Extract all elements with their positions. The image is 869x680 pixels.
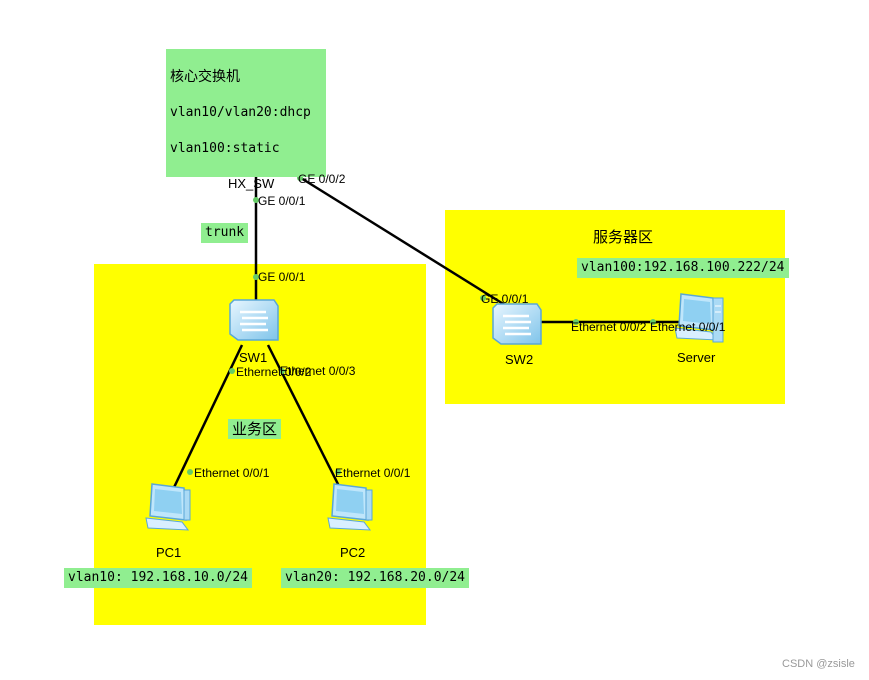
port-dot	[650, 319, 656, 325]
port-label-pc2-e001: Ethernet 0/0/1	[335, 466, 411, 480]
port-dot	[480, 295, 486, 301]
core-switch-note: 核心交换机 vlan10/vlan20:dhcp vlan100:static	[166, 49, 326, 177]
hx-sw-name: HX_SW	[228, 176, 275, 191]
pc2-icon[interactable]	[324, 482, 374, 532]
port-label-hx-ge002: GE 0/0/2	[298, 172, 346, 186]
port-label-server-e001: Ethernet 0/0/1	[650, 320, 726, 334]
pc2-name: PC2	[340, 545, 366, 560]
vlan20-label: vlan20: 192.168.20.0/24	[281, 568, 470, 588]
server-name: Server	[677, 350, 716, 365]
sw2-name: SW2	[505, 352, 534, 367]
trunk-label: trunk	[201, 223, 249, 243]
core-switch-title: 核心交换机	[170, 69, 240, 85]
core-switch-static-note: vlan100:static	[170, 141, 280, 156]
port-dot	[187, 469, 193, 475]
vlan100-label: vlan100:192.168.100.222/24	[577, 258, 789, 278]
sw2-icon[interactable]	[491, 302, 543, 346]
server-zone-title: 服务器区	[593, 228, 654, 246]
business-zone-title: 业务区	[228, 419, 282, 439]
port-label-sw2-e002: Ethernet 0/0/2	[571, 320, 647, 334]
port-label-sw1-e003: Ethernet 0/0/3	[280, 364, 356, 378]
watermark: CSDN @zsisle	[782, 658, 855, 670]
port-label-sw1-ge001: GE 0/0/1	[258, 270, 306, 284]
port-dot	[279, 368, 285, 374]
server-icon[interactable]	[671, 292, 725, 346]
sw1-name: SW1	[239, 350, 268, 365]
port-dot	[335, 469, 341, 475]
port-label-pc1-e001: Ethernet 0/0/1	[194, 466, 270, 480]
pc1-icon[interactable]	[142, 482, 192, 532]
port-label-hx-ge001: GE 0/0/1	[258, 194, 306, 208]
port-dot	[573, 319, 579, 325]
pc1-name: PC1	[156, 545, 182, 560]
port-label-sw2-ge001: GE 0/0/1	[481, 292, 529, 306]
port-dot	[229, 368, 235, 374]
link-hx-sw2	[271, 158, 506, 307]
port-label-sw1-e002: Ethernet 0/0/2	[236, 365, 312, 379]
port-dot	[253, 197, 259, 203]
vlan10-label: vlan10: 192.168.10.0/24	[64, 568, 253, 588]
core-switch-dhcp-note: vlan10/vlan20:dhcp	[170, 105, 311, 120]
port-dot	[253, 274, 259, 280]
sw1-icon[interactable]	[228, 298, 280, 342]
